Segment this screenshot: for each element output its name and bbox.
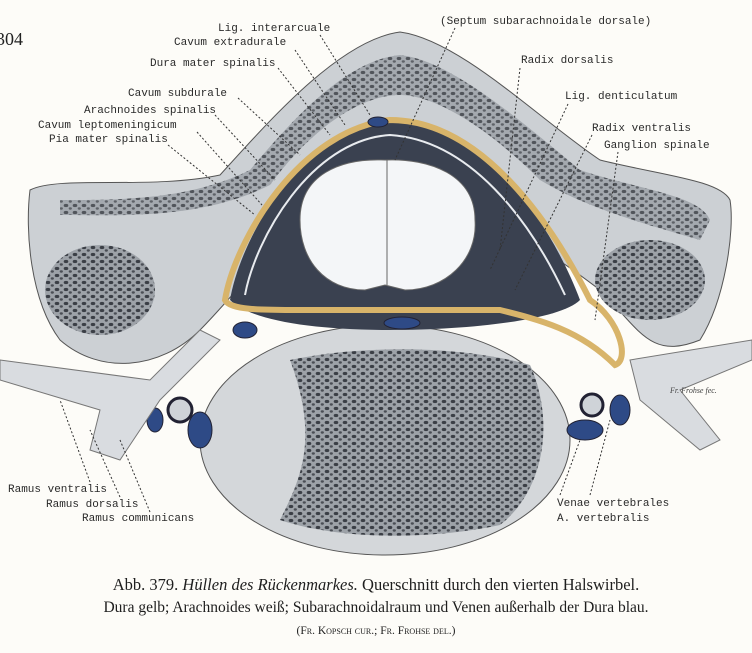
label-dura-mater: Dura mater spinalis <box>150 58 275 70</box>
spongy-bone-arch <box>60 55 710 240</box>
arachnoid <box>244 133 566 296</box>
veins <box>146 116 631 449</box>
figure-caption-legend: Dura gelb; Arachnoides weiß; Subarachnoi… <box>103 599 649 616</box>
label-lig-interarcuale: Lig. interarcuale <box>218 23 330 35</box>
figure-caption-title: Abb. 379. Hüllen des Rückenmarkes. Quers… <box>0 575 752 595</box>
figure-title: Hüllen des Rückenmarkes. <box>182 575 358 594</box>
page-number: 304 <box>0 29 23 49</box>
dura-mater <box>221 116 625 369</box>
label-ganglion-spinale: Ganglion spinale <box>604 140 710 152</box>
labels-left: Lig. interarcuale Cavum extradurale Dura… <box>38 23 330 146</box>
label-cavum-leptomeningicum: Cavum leptomeningicum <box>38 120 177 132</box>
figure-number: Abb. 379. <box>112 575 179 594</box>
label-cavum-extradurale: Cavum extradurale <box>174 37 286 49</box>
nerve-right <box>629 339 752 451</box>
leader-lines <box>59 27 619 513</box>
labels-right: (Septum subarachnoidale dorsale) Radix d… <box>440 16 710 152</box>
artist-signature: Fr. Frohse fec. <box>669 386 717 395</box>
label-radix-ventralis: Radix ventralis <box>592 123 691 135</box>
label-ramus-ventralis: Ramus ventralis <box>8 484 107 496</box>
figure-description: Querschnitt durch den vierten Halswirbel… <box>362 575 640 594</box>
label-pia-mater: Pia mater spinalis <box>49 134 168 146</box>
spongy-bone-right <box>595 240 705 320</box>
label-ramus-communicans: Ramus communicans <box>82 513 194 525</box>
spongy-bone-left <box>45 245 155 335</box>
label-radix-dorsalis: Radix dorsalis <box>521 55 613 67</box>
nerve-left <box>0 329 221 461</box>
label-cavum-subdurale: Cavum subdurale <box>128 88 227 100</box>
spinal-cord <box>299 159 476 291</box>
figure-credits: (Fr. Kopsch cur.; Fr. Frohse del.) <box>296 625 456 637</box>
label-arachnoides: Arachnoides spinalis <box>84 105 216 117</box>
label-a-vertebralis: A. vertebralis <box>557 513 649 525</box>
label-ramus-dorsalis: Ramus dorsalis <box>46 499 138 511</box>
label-venae-vertebrales: Venae vertebrales <box>557 498 669 510</box>
label-septum: (Septum subarachnoidale dorsale) <box>440 16 651 28</box>
labels-bottom: Ramus ventralis Ramus dorsalis Ramus com… <box>8 484 669 525</box>
label-lig-denticulatum: Lig. denticulatum <box>565 91 678 103</box>
spongy-bone-body <box>280 349 544 536</box>
